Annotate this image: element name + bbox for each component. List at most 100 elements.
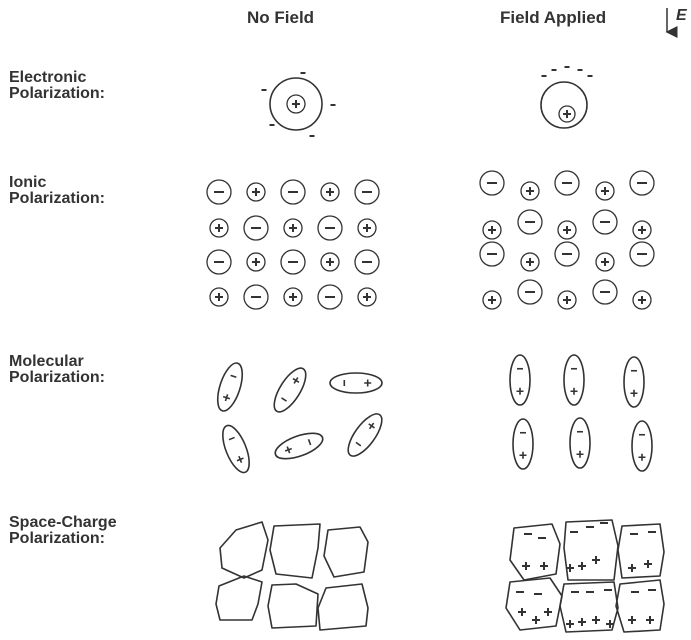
dipole — [509, 354, 531, 406]
dipole — [274, 432, 324, 460]
row-label-electronic: Electronic Polarization: — [9, 70, 105, 102]
plus-sign — [292, 100, 300, 108]
field-symbol: E — [676, 7, 687, 24]
plus-sign — [326, 188, 334, 196]
plus-sign — [518, 608, 526, 616]
plus-sign — [630, 389, 638, 397]
plus-sign — [644, 560, 652, 568]
row-label-electronic-line1: Electronic — [9, 69, 87, 86]
plus-sign — [368, 422, 375, 430]
plus-sign — [326, 258, 334, 266]
minus-sign — [230, 374, 237, 378]
plus-sign — [215, 293, 223, 301]
grain — [559, 581, 619, 633]
plus-sign — [540, 562, 548, 570]
ionic-polarization — [206, 170, 655, 310]
grain — [317, 583, 369, 631]
dipole-shell — [347, 413, 383, 457]
plus-sign — [638, 453, 646, 461]
dipole-shell — [631, 420, 653, 472]
row-label-space-charge-line2: Polarization: — [9, 530, 106, 547]
grain — [617, 523, 665, 579]
dipole-shell — [216, 362, 244, 412]
dipole-shell — [329, 372, 383, 394]
dipole — [563, 354, 585, 406]
plus-sign — [578, 562, 586, 570]
row-label-molecular-line1: Molecular — [9, 353, 84, 370]
dipole — [273, 367, 307, 413]
grain — [269, 523, 321, 579]
plus-sign — [488, 296, 496, 304]
plus-sign — [236, 455, 244, 463]
plus-sign — [563, 226, 571, 234]
grain — [505, 577, 563, 631]
dipole — [347, 413, 383, 457]
nucleus — [286, 94, 306, 114]
dipole — [329, 372, 383, 394]
plus-sign — [532, 616, 540, 624]
minus-sign — [355, 441, 362, 447]
row-label-space-charge-line1: Space-Charge — [9, 514, 117, 531]
plus-sign — [576, 450, 584, 458]
plus-sign — [628, 616, 636, 624]
dipole — [569, 417, 591, 469]
minus-sign — [228, 436, 235, 441]
grain — [219, 521, 269, 579]
plus-sign — [601, 258, 609, 266]
plus-sign — [563, 110, 571, 118]
plus-sign — [566, 564, 574, 572]
dipole — [216, 362, 244, 412]
plus-sign — [578, 618, 586, 626]
grain — [323, 526, 369, 578]
header-field-applied: Field Applied — [500, 8, 607, 27]
grain — [267, 583, 319, 629]
dipole-shell — [512, 418, 534, 470]
dipole-shell — [222, 424, 250, 474]
minus-sign — [307, 439, 312, 446]
row-label-molecular-line2: Polarization: — [9, 369, 106, 386]
plus-sign — [519, 451, 527, 459]
plus-sign — [566, 620, 574, 628]
row-label-space-charge: Space-Charge Polarization: — [9, 515, 117, 547]
plus-sign — [646, 616, 654, 624]
plus-sign — [252, 188, 260, 196]
electron-cloud — [269, 77, 323, 131]
dipole-shell — [623, 356, 645, 408]
row-label-ionic-line2: Polarization: — [9, 190, 106, 207]
dipole-shell — [273, 367, 307, 413]
plus-sign — [292, 377, 300, 384]
plus-sign — [592, 616, 600, 624]
plus-sign — [592, 556, 600, 564]
grain — [615, 579, 665, 633]
dipole-shell — [569, 417, 591, 469]
plus-sign — [601, 187, 609, 195]
row-label-electronic-line2: Polarization: — [9, 85, 106, 102]
plus-sign — [364, 379, 372, 387]
plus-sign — [289, 293, 297, 301]
plus-sign — [252, 258, 260, 266]
plus-sign — [526, 258, 534, 266]
dipole — [222, 424, 250, 474]
space-charge-polarization — [215, 519, 665, 633]
dipole — [631, 420, 653, 472]
plus-sign — [488, 226, 496, 234]
electronic-polarization — [261, 66, 593, 137]
plus-sign — [638, 296, 646, 304]
plus-sign — [363, 224, 371, 232]
grain — [563, 519, 619, 581]
plus-sign — [363, 293, 371, 301]
plus-sign — [606, 620, 614, 628]
header-no-field: No Field — [247, 8, 315, 27]
dipole-shell — [509, 354, 531, 406]
plus-sign — [284, 446, 292, 454]
dipole — [512, 418, 534, 470]
plus-sign — [563, 296, 571, 304]
row-label-ionic: Ionic Polarization: — [9, 175, 105, 207]
row-label-molecular: Molecular Polarization: — [9, 354, 105, 386]
plus-sign — [222, 394, 231, 402]
grain — [215, 575, 263, 621]
plus-sign — [289, 224, 297, 232]
plus-sign — [522, 562, 530, 570]
plus-sign — [628, 564, 636, 572]
electron-cloud — [540, 81, 588, 129]
